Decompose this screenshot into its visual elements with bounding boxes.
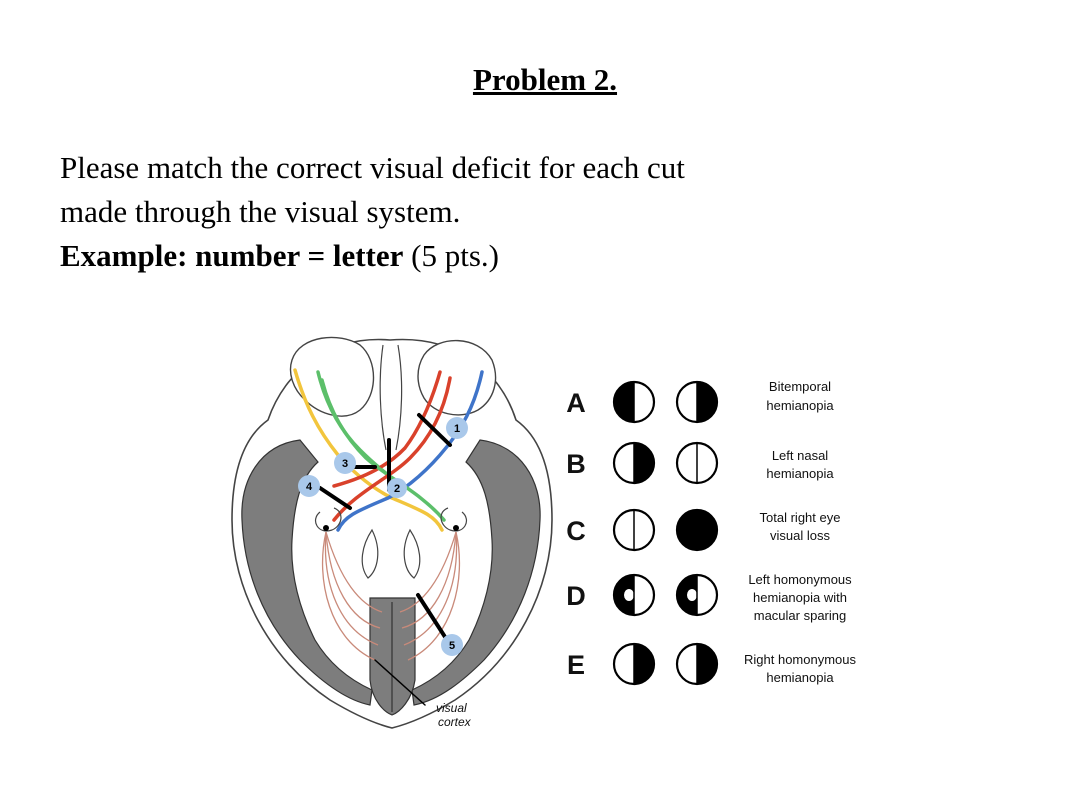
visual-cortex-label-line1: visual (436, 701, 467, 715)
option-description-line: hemianopia (766, 670, 834, 685)
cut-label-4: 4 (306, 481, 313, 493)
cut-label-1: 1 (454, 423, 460, 435)
occipital-lobe (369, 597, 416, 716)
instruction-line-2: made through the visual system. (60, 194, 461, 229)
option-row-b: B Left nasal hemianopia (566, 441, 834, 485)
cut-marker-2 (387, 478, 407, 498)
option-letter: B (566, 449, 586, 479)
right-eye-field (675, 508, 719, 552)
optic-radiations (321, 531, 461, 661)
left-eye-field (612, 508, 656, 552)
option-description-line: Right homonymous (744, 652, 856, 667)
optic-pathways (293, 368, 484, 532)
option-description-line: hemianopia (766, 466, 834, 481)
left-eye-field (612, 441, 656, 485)
option-row-a: A Bitemporal hemianopia (566, 379, 834, 424)
right-eye-field (675, 441, 719, 485)
option-description-line: Bitemporal (769, 379, 831, 394)
right-frontal-lobe (417, 339, 497, 416)
brain-outline (231, 338, 553, 729)
option-description-line: hemianopia with (753, 590, 847, 605)
left-eye-field (612, 380, 656, 424)
right-eye-field (675, 380, 719, 424)
left-frontal-lobe (289, 336, 375, 417)
right-eye-field (675, 642, 719, 686)
option-description-line: Left nasal (772, 448, 828, 463)
problem-title: Problem 2. (472, 62, 618, 97)
option-letter: C (566, 516, 586, 546)
visual-cortex-label-line2: cortex (438, 715, 472, 729)
option-description-line: Total right eye (760, 510, 841, 525)
left-eye-field (612, 642, 656, 686)
cut-marker-1 (446, 417, 468, 439)
example-format: Example: number = letter (60, 238, 404, 273)
option-description-line: hemianopia (766, 398, 834, 413)
option-letter: A (566, 388, 586, 418)
instruction-example: Example: number = letter (5 pts.) (60, 234, 960, 278)
example-points: (5 pts.) (411, 238, 499, 273)
cortex-band-left (241, 439, 373, 706)
cut-label-3: 3 (342, 458, 348, 470)
option-description-line: visual loss (770, 528, 830, 543)
cut-label-2: 2 (394, 483, 400, 495)
option-letter: D (566, 581, 586, 611)
option-letter: E (567, 650, 585, 680)
option-description-line: macular sparing (754, 608, 847, 623)
cut-marker-4 (298, 475, 320, 497)
option-row-d: D Left homonymous hemianopia with macular s… (566, 572, 852, 623)
option-row-e: E Right homonymous hemianopia (567, 642, 856, 686)
cut-marker-5 (441, 634, 463, 656)
cut-lines (318, 413, 452, 706)
option-description-line: Left homonymous (748, 572, 852, 587)
instructions: Please match the correct visual deficit … (60, 146, 960, 278)
left-eye-field (612, 573, 656, 617)
instruction-line-1: Please match the correct visual deficit … (60, 150, 685, 185)
cut-label-5: 5 (449, 640, 455, 652)
cut-markers: 1 2 3 4 5 (298, 417, 468, 656)
cut-marker-3 (334, 452, 356, 474)
cortex-band-right (411, 439, 541, 706)
option-row-c: C Total right eye visual loss (566, 508, 841, 552)
right-eye-field (675, 573, 719, 617)
